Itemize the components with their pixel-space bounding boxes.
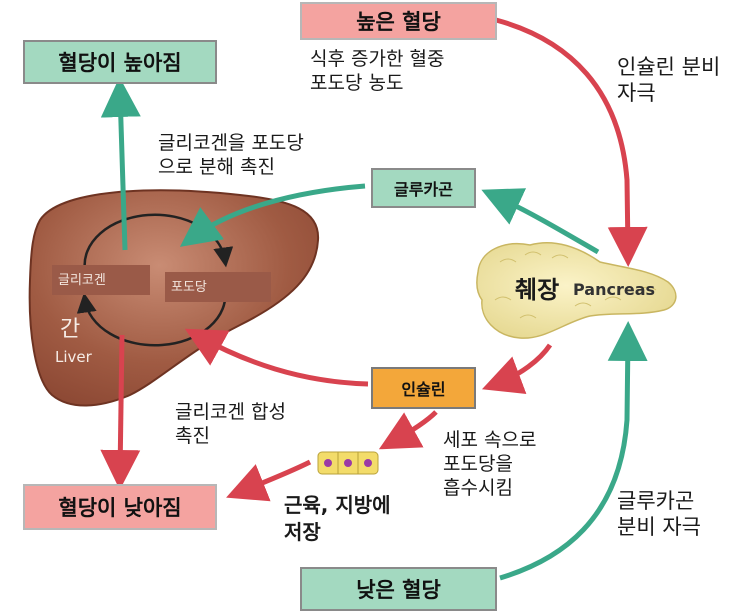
liver-label-glycogen: 글리코겐 — [52, 265, 150, 295]
arrow-glucagon-to-liver — [179, 183, 366, 247]
box-high-blood-sugar: 높은 혈당 — [300, 2, 497, 40]
arrow-pancreas-to-glucagon — [481, 188, 600, 255]
pancreas-name-ko: 췌장 — [515, 276, 560, 304]
pancreas-name-en: Pancreas — [573, 280, 656, 299]
arrow-cells-to-sugar-falls — [226, 459, 312, 502]
storage-cells — [317, 451, 379, 475]
arrow-pancreas-to-insulin — [481, 343, 553, 394]
box-insulin: 인슐린 — [371, 367, 476, 409]
arrow-liver-to-sugar-rises — [100, 77, 141, 251]
box-blood-sugar-rises: 혈당이 높아짐 — [23, 40, 217, 84]
liver-name-en: Liver — [55, 348, 92, 366]
box-glucagon: 글루카곤 — [371, 168, 476, 208]
arrow-insulin-to-liver — [184, 328, 369, 387]
cycle-arrow-bottom — [76, 289, 227, 347]
pancreas-shape — [476, 241, 677, 339]
box-low-blood-sugar: 낮은 혈당 — [300, 567, 497, 611]
arrow-insulin-to-cells — [378, 410, 438, 450]
arrow-high-sugar-to-pancreas — [495, 17, 648, 267]
liver-name-ko: 간 — [60, 317, 81, 342]
arrow-liver-to-sugar-falls — [100, 334, 141, 490]
box-blood-sugar-falls: 혈당이 낮아짐 — [23, 484, 217, 530]
liver-label-glucose: 포도당 — [165, 272, 271, 302]
arrow-low-sugar-to-pancreas — [499, 321, 648, 581]
pancreas-lobules — [494, 251, 657, 319]
